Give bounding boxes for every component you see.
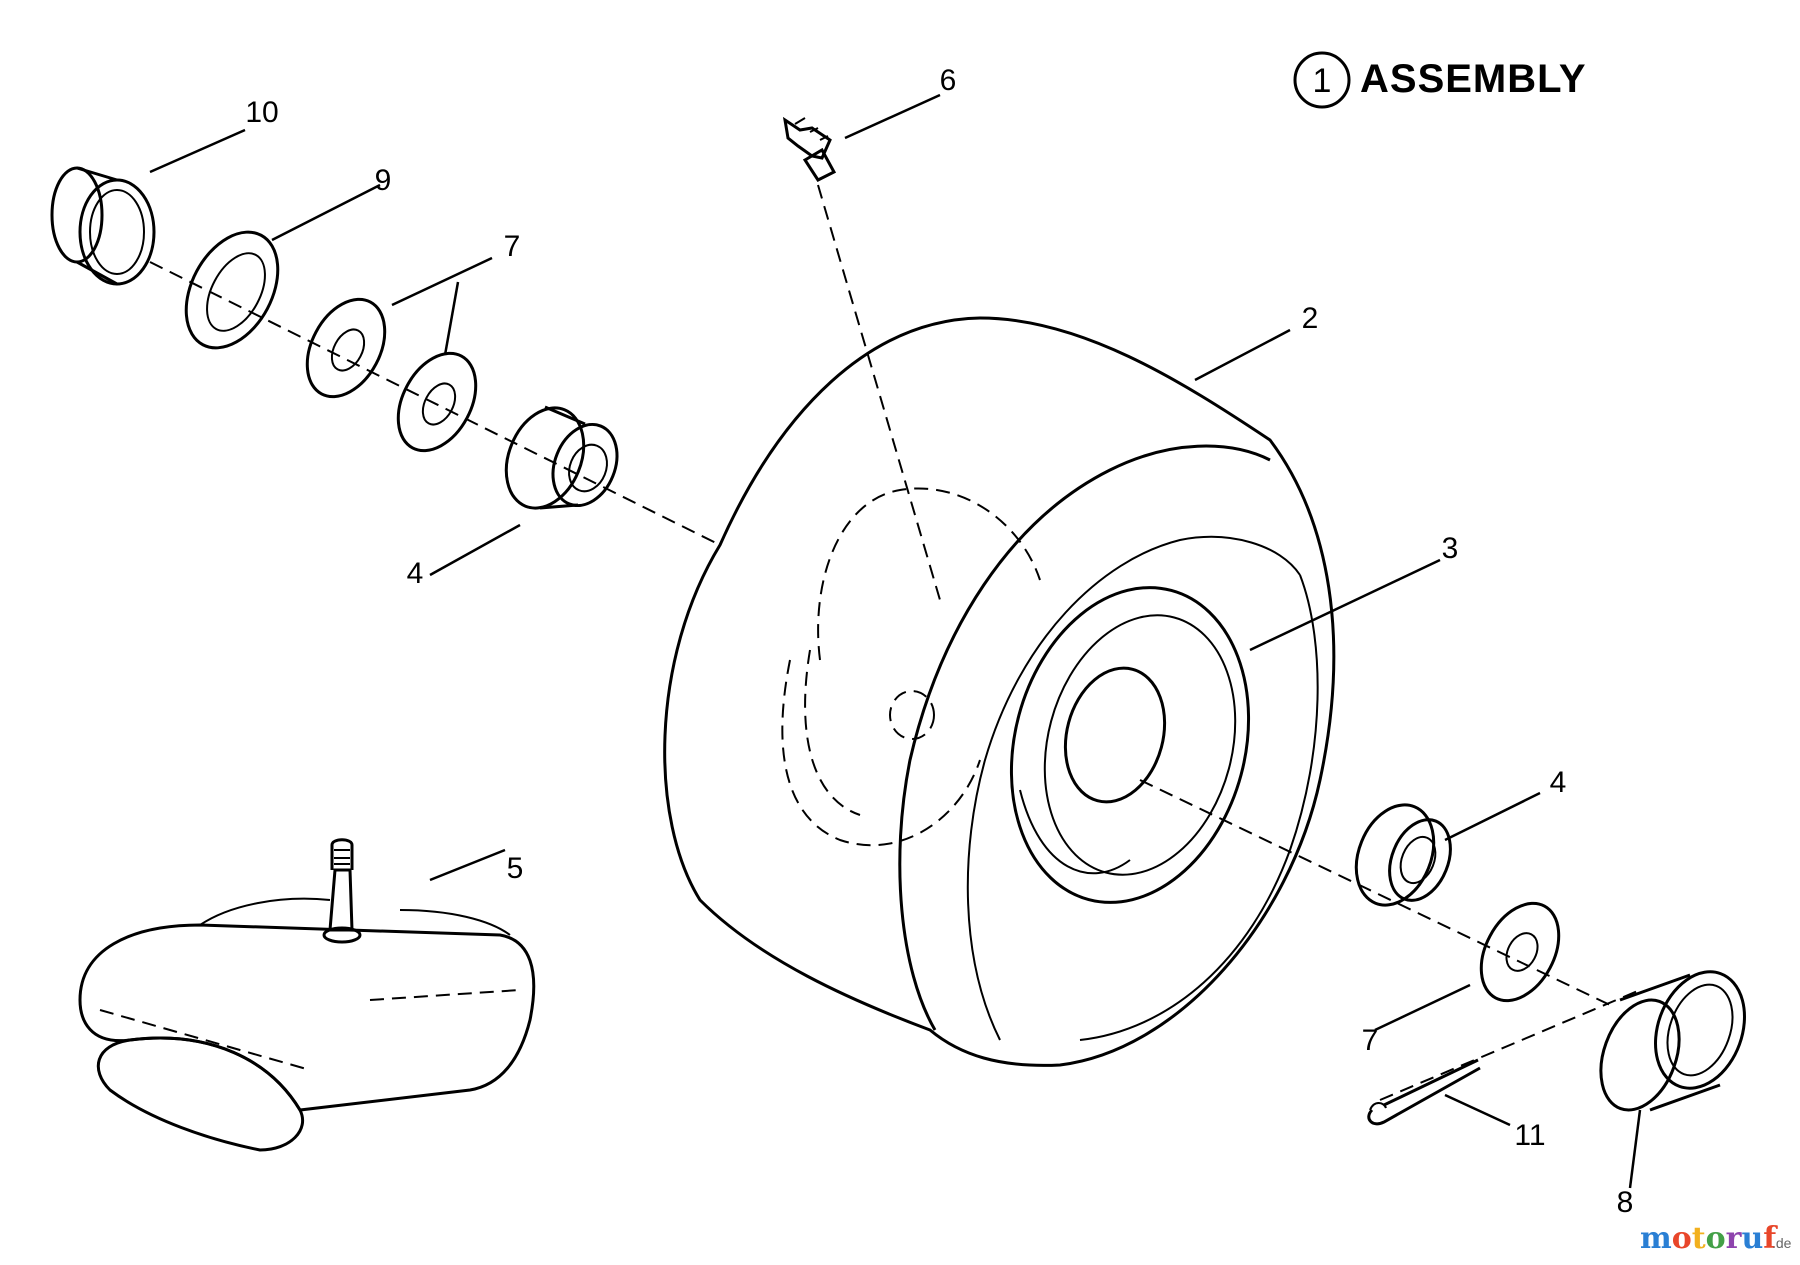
part-9-bearing — [184, 230, 280, 350]
part-6-grease-fitting — [782, 116, 837, 182]
svg-text:.de: .de — [1772, 1235, 1792, 1251]
callout-5: 5 — [507, 852, 524, 885]
watermark-letter: m — [1640, 1221, 1672, 1256]
leader-lines — [149, 93, 1642, 1189]
grease-fitting-centerline — [817, 184, 941, 601]
watermark-letter: o — [1672, 1221, 1692, 1256]
part-10-cap — [50, 166, 156, 286]
callout-9: 9 — [375, 164, 392, 197]
part-5-inner-tube — [78, 838, 536, 1152]
watermark-letter: o — [1706, 1221, 1726, 1256]
part-4-flange-bearing-a — [504, 405, 619, 510]
part-4-flange-bearing-b — [1354, 803, 1452, 907]
assembly-number: 1 — [1313, 62, 1332, 100]
watermark-letter: t — [1692, 1221, 1706, 1256]
watermark-letter: r — [1726, 1221, 1743, 1256]
assembly-label: ASSEMBLY — [1360, 57, 1587, 101]
callout-2: 2 — [1302, 302, 1319, 335]
part-7-washer-c — [1479, 901, 1561, 1003]
callout-7-upper: 7 — [504, 230, 521, 263]
watermark-letter: f — [1763, 1221, 1778, 1256]
part-2-tire — [663, 316, 1336, 1067]
part-11-cotter-pin — [1367, 1058, 1481, 1126]
watermark-letter: u — [1741, 1221, 1763, 1256]
part-3-rim — [1009, 586, 1251, 904]
part-7-washer-b — [396, 351, 478, 453]
callout-4-lower: 4 — [1550, 766, 1567, 799]
callout-11: 11 — [1514, 1119, 1545, 1152]
watermark-logo: motoruf .de — [1640, 1221, 1792, 1256]
svg-text:motoruf: motoruf — [1640, 1221, 1778, 1256]
cotter-pin-centerline — [1379, 989, 1641, 1101]
callout-4-upper: 4 — [407, 557, 424, 590]
assembly-title: 1 ASSEMBLY — [1293, 51, 1587, 109]
callout-6: 6 — [940, 64, 957, 97]
axle-centerline-left — [149, 261, 721, 546]
part-8-cap — [1599, 970, 1746, 1112]
assembly-number-circle — [1293, 51, 1351, 109]
callout-3: 3 — [1442, 532, 1459, 565]
callout-8: 8 — [1617, 1186, 1634, 1219]
callout-7-lower: 7 — [1362, 1024, 1379, 1057]
callout-10: 10 — [245, 96, 278, 129]
part-7-washer-a — [305, 297, 387, 399]
hidden-hub — [781, 487, 1041, 847]
